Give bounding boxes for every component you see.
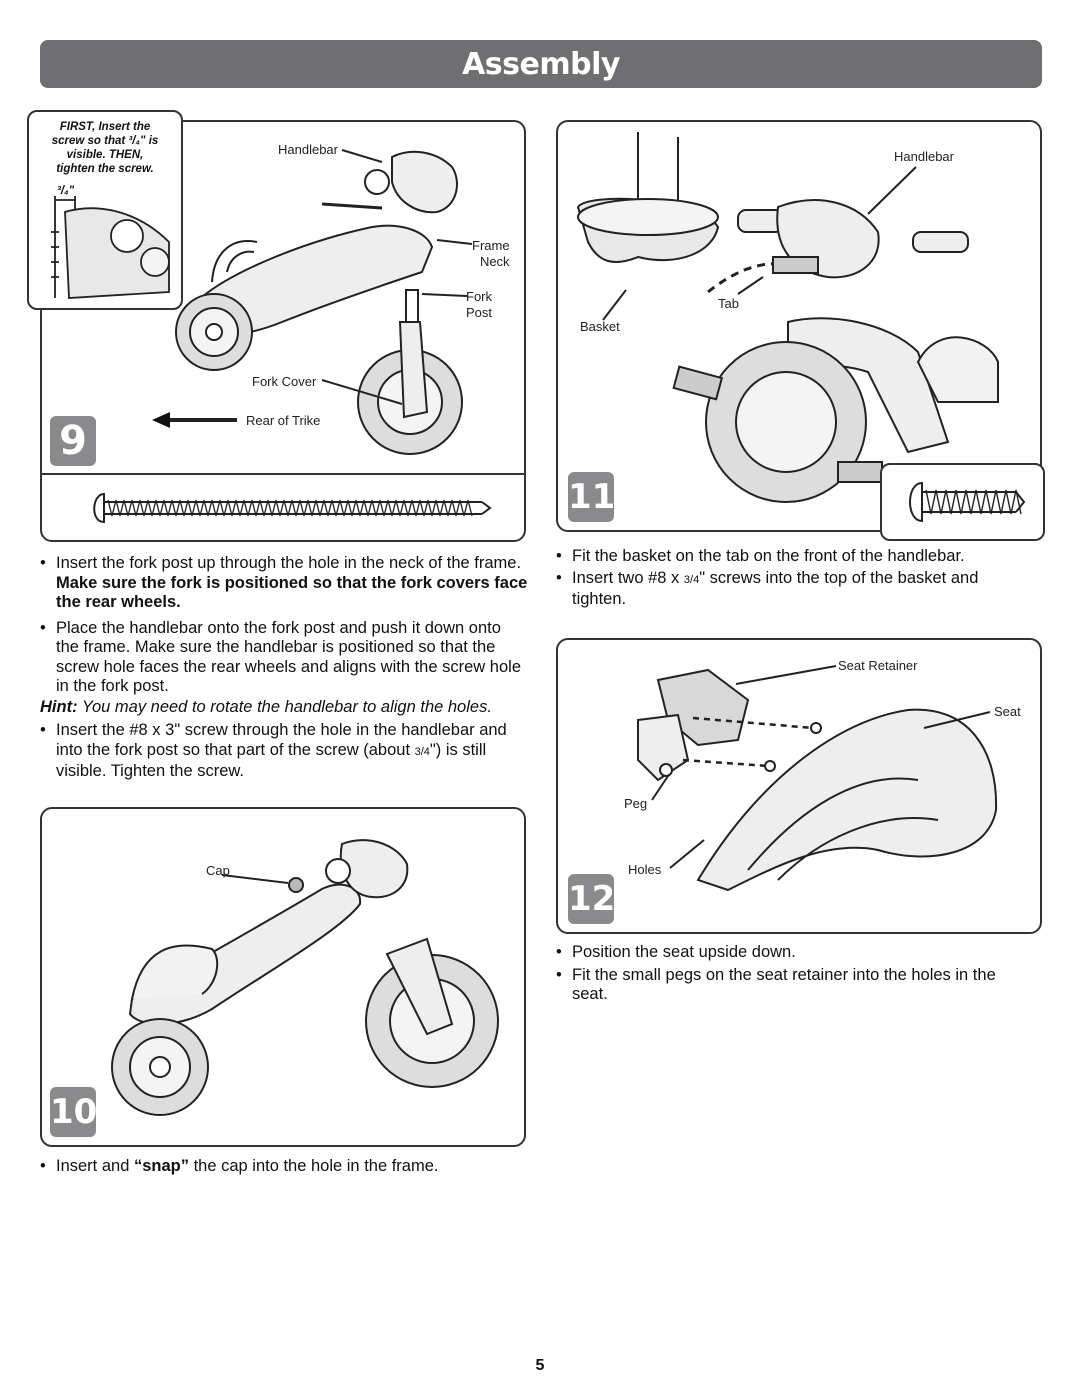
step-9-instructions: Insert the fork post up through the hole… [40,554,528,703]
step-10-bullet-1-text-b: the cap into the hole in the frame. [188,1157,439,1175]
step-number-10: 10 [50,1087,97,1137]
step-10-panel: Cap 10 [40,807,526,1147]
step-12-panel: Seat Retainer Seat Peg Holes 12 [556,638,1042,934]
callout-line-4: tighten the screw. [56,163,154,175]
handlebar-label: Handlebar [894,149,954,164]
step-9-panel: Handlebar Frame Neck Fork Post Fork Cove… [40,120,526,542]
callout-line-3: visible. THEN, [66,149,144,161]
screw-detail-illustration [909,481,1026,523]
step-10-instructions: Insert and “snap” the cap into the hole … [40,1157,530,1183]
fork-post-label-line2: Post [466,305,493,320]
callout-illustration [51,196,170,299]
basket-label: Basket [580,319,620,334]
page-number: 5 [535,1357,545,1374]
step-11-panel: Handlebar Tab Basket 11 [556,120,1042,532]
step-10-bullet-1-emphasis: “snap” [133,1157,189,1175]
callout-line-2: screw so that ³/₄" is [51,135,159,147]
step-12-instructions: Position the seat upside down. Fit the s… [556,943,1026,1011]
seat-label: Seat [994,704,1021,719]
fork-post-label: Fork Post [466,289,492,321]
screw-callout: FIRST, Insert the screw so that ³/₄" is … [27,110,183,310]
step-9-instructions-2: Insert the #8 x 3" screw through the hol… [40,721,530,788]
frame-neck-label: Frame Neck [472,238,510,270]
step-9-bullet-2: Place the handlebar onto the fork post a… [40,619,528,697]
page-title: Assembly [462,47,620,82]
step-9-bullet-1: Insert the fork post up through the hole… [40,554,528,613]
cap-label: Cap [206,863,230,878]
step-9-bullet-3-text-b: ") is still visible. Tighten the screw. [56,740,487,781]
step-12-illustration [637,665,998,892]
seat-retainer-label: Seat Retainer [838,658,918,673]
step-number-9: 9 [50,416,96,466]
frame-neck-label-line2: Neck [479,254,510,269]
step-10-illustration [111,839,499,1116]
step-12-bullet-1: Position the seat upside down. [556,943,1026,963]
callout-text: FIRST, Insert the screw so that ³/₄" is … [33,120,177,176]
fork-post-label-line1: Fork [466,289,493,304]
step-9-illustration [42,149,524,524]
frame-neck-label-line1: Frame [472,238,510,253]
fork-cover-label: Fork Cover [252,374,317,389]
step-9-bullet-3-fraction: 3/4 [414,745,430,758]
step-11-bullet-2: Insert two #8 x 3/4" screws into the top… [556,569,1026,610]
step-10-bullet-1-text-a: Insert and [56,1157,134,1175]
step-11-bullet-2-text-b: " screws into the top of the basket and … [572,568,979,609]
hint-text: You may need to rotate the handlebar to … [77,698,492,716]
step-9-hint: Hint: You may need to rotate the handleb… [40,698,530,718]
step-number-12: 12 [568,874,615,924]
step-10-bullet-1: Insert and “snap” the cap into the hole … [40,1157,530,1177]
step-11-bullet-2-fraction: 3/4 [683,573,700,586]
holes-label: Holes [628,862,662,877]
step-number-11: 11 [568,472,615,522]
step-9-bullet-3: Insert the #8 x 3" screw through the hol… [40,721,530,782]
step-11-bullet-2-text-a: Insert two #8 x [572,568,684,587]
screw-detail-box [880,463,1045,541]
step-9-bullet-1-text: Insert the fork post up through the hole… [56,554,522,572]
step-9-bullet-3-text-a: Insert the #8 x 3" screw through the hol… [56,721,507,759]
step-12-bullet-2: Fit the small pegs on the seat retainer … [556,966,1026,1005]
callout-measure: ³/₄" [57,185,75,197]
step-11-illustration [576,132,999,503]
step-11-instructions: Fit the basket on the tab on the front o… [556,547,1026,616]
hint-label: Hint: [40,698,78,716]
tab-label: Tab [718,296,739,311]
step-9-bullet-1-emphasis: Make sure the fork is positioned so that… [56,573,528,612]
rear-of-trike-label: Rear of Trike [246,413,321,428]
callout-line-1: FIRST, Insert the [59,121,151,133]
peg-label: Peg [624,796,648,811]
handlebar-label: Handlebar [278,142,338,157]
step-11-bullet-1: Fit the basket on the tab on the front o… [556,547,1026,567]
section-banner: Assembly [40,40,1042,88]
